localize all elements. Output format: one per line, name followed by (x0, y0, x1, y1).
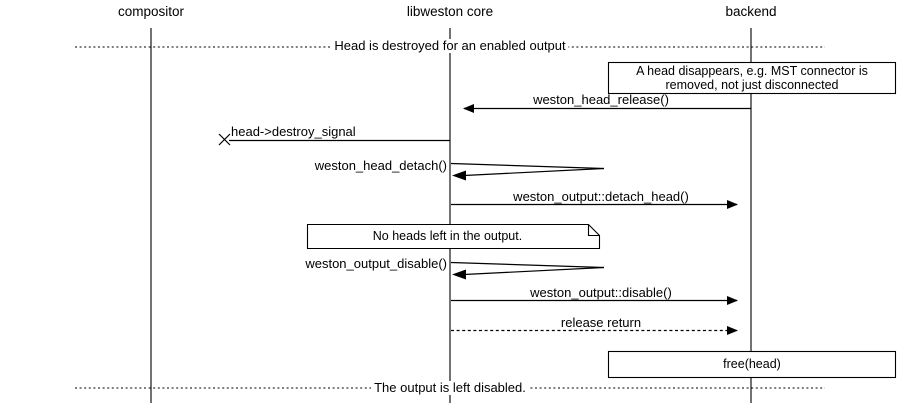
note-text-mst-line-2: removed, not just disconnected (665, 78, 839, 92)
arrow-weston-head-detach-self (450, 162, 605, 177)
arrowhead-weston-head-detach (452, 170, 466, 181)
message-label-weston-head-detach: weston_head_detach() (314, 158, 447, 173)
note-box-mst (607, 61, 897, 95)
note-text-no-heads: No heads left in the output. (307, 229, 588, 243)
note-text-free-head: free(head) (608, 357, 896, 371)
message-label-weston-output-disable: weston_output::disable() (530, 285, 672, 300)
note-box-free-head (607, 350, 897, 379)
message-label-weston-output-detach-head: weston_output::detach_head() (513, 189, 689, 204)
note-text-mst: A head disappears, e.g. MST connector is… (608, 64, 896, 92)
actor-label-libweston-core: libweston core (406, 4, 494, 19)
x-mark-icon (218, 133, 231, 146)
actor-label-backend: backend (725, 4, 777, 19)
message-label-weston-output-disable-call: weston_output_disable() (305, 256, 447, 271)
note-text-mst-line-1: A head disappears, e.g. MST connector is (636, 64, 868, 78)
message-label-head-destroy-signal: head->destroy_signal (231, 124, 356, 139)
message-label-weston-head-release: weston_head_release() (533, 92, 669, 107)
note-fold-no-heads (587, 224, 600, 237)
note-text-no-heads-line-1: No heads left in the output. (372, 229, 523, 243)
arrow-weston-output-disable-self (450, 261, 605, 276)
divider-label-bottom: The output is left disabled. (371, 381, 529, 395)
note-text-free-head-line-1: free(head) (723, 357, 781, 371)
divider-label-top: Head is destroyed for an enabled output (331, 39, 569, 53)
note-box-no-heads (306, 223, 601, 250)
actor-label-compositor: compositor (117, 4, 185, 19)
message-label-release-return: release return (560, 315, 642, 330)
arrowhead-weston-output-disable-self (452, 269, 466, 280)
